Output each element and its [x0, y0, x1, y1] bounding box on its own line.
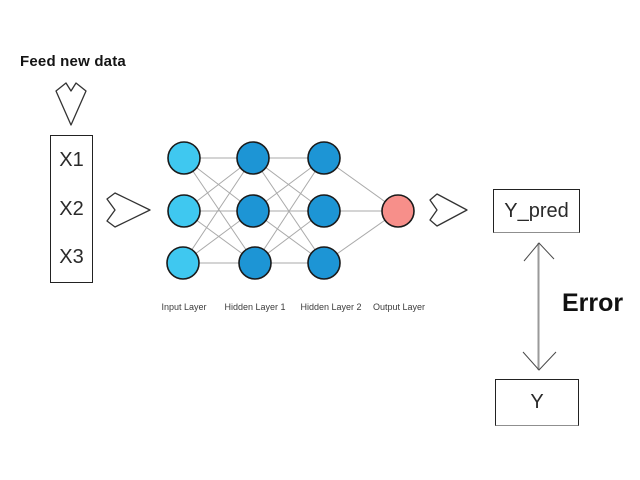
input-node-2: [167, 194, 201, 228]
down-arrow-icon: [55, 82, 87, 126]
y-label: Y: [530, 391, 544, 413]
layer-label-output: Output Layer: [372, 302, 426, 312]
input-data-box: X1 X2 X3: [50, 135, 93, 283]
hidden1-node-2: [236, 194, 270, 228]
right-arrow-icon: [106, 192, 151, 228]
input-x2-label: X2: [59, 197, 84, 220]
hidden1-node-3: [238, 246, 272, 280]
error-label: Error: [562, 289, 624, 317]
hidden-layer-2-nodes: [307, 141, 341, 280]
output-layer-nodes: [381, 194, 415, 228]
hidden-layer-1-nodes: [236, 141, 272, 280]
layer-label-hidden-2: Hidden Layer 2: [300, 302, 362, 312]
input-node-3: [166, 246, 200, 280]
hidden2-node-1: [307, 141, 341, 175]
input-x3-label: X3: [59, 246, 84, 269]
layer-label-input: Input Layer: [161, 302, 207, 312]
output-node: [381, 194, 415, 228]
input-x1-label: X1: [59, 148, 84, 171]
ypred-label: Y_pred: [504, 199, 569, 222]
ypred-box: Y_pred: [493, 189, 580, 233]
hidden2-node-2: [307, 194, 341, 228]
right-arrow-2-icon: [429, 193, 468, 227]
y-box: Y: [495, 379, 579, 426]
hidden2-node-3: [307, 246, 341, 280]
hidden1-node-1: [236, 141, 270, 175]
input-node-1: [167, 141, 201, 175]
input-layer-nodes: [166, 141, 201, 280]
layer-label-hidden-1: Hidden Layer 1: [224, 302, 286, 312]
feed-new-data-label: Feed new data: [20, 53, 126, 70]
error-double-arrow-icon: [522, 242, 557, 371]
network-connections: [182, 157, 399, 264]
